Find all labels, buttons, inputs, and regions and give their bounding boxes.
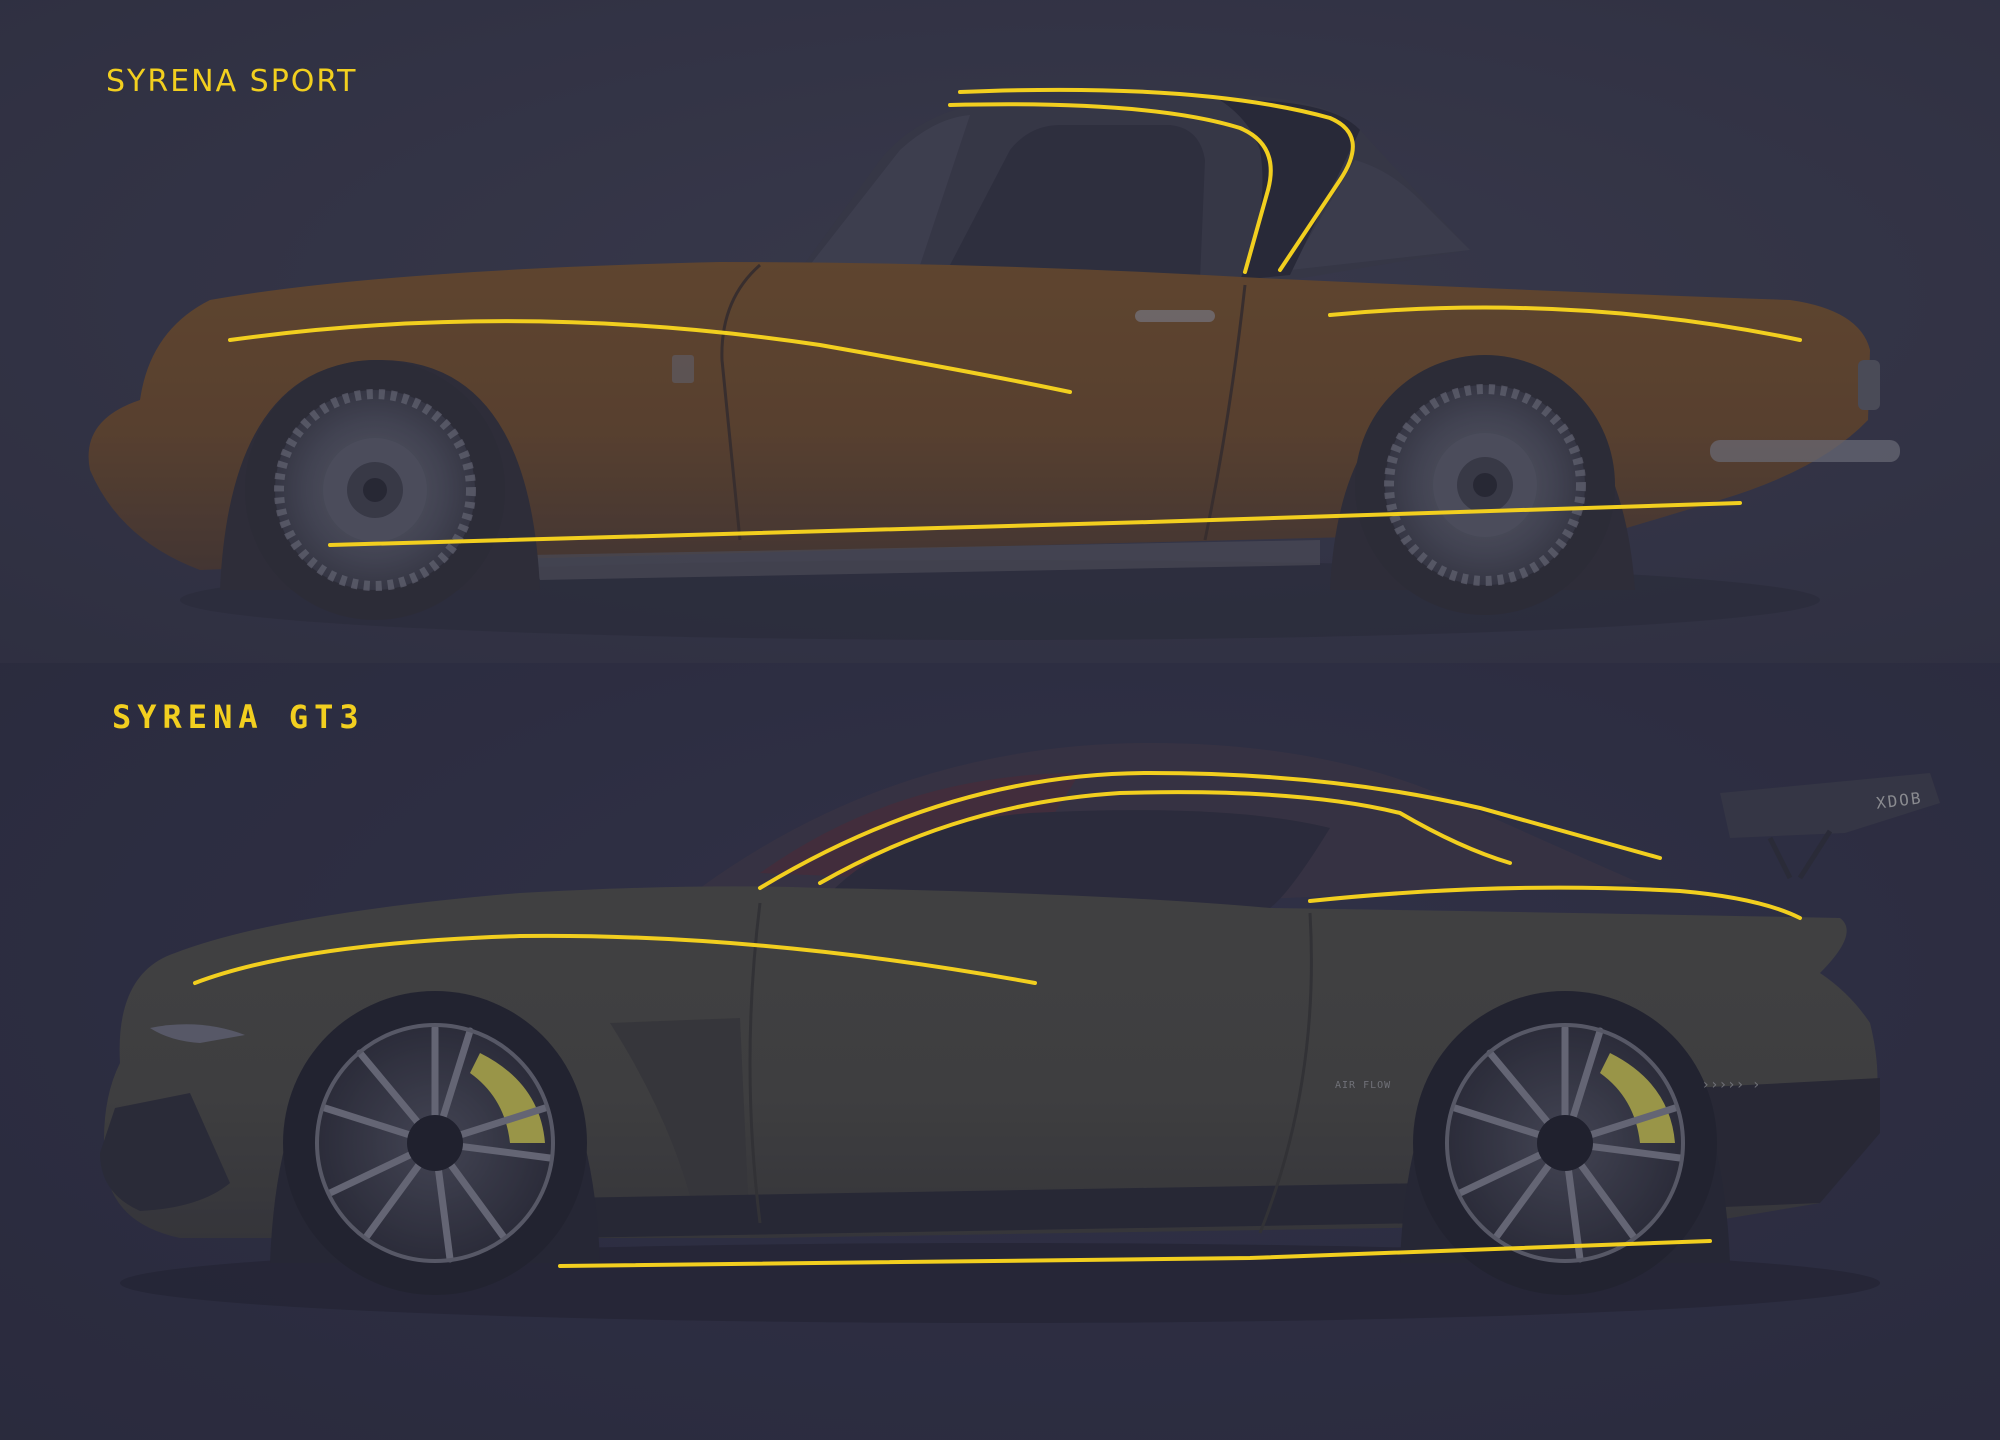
rocker-panel bbox=[530, 540, 1320, 580]
front-fender-highlight bbox=[228, 319, 1072, 394]
gt3-model-title: SYRENA GT3 bbox=[112, 698, 365, 736]
front-wheel bbox=[283, 991, 587, 1295]
rear-wing bbox=[1720, 773, 1940, 838]
sill-highlight bbox=[558, 1239, 1712, 1268]
design-highlight-lines bbox=[193, 770, 1802, 1268]
front-fender-highlight bbox=[193, 933, 1037, 985]
c-pillar bbox=[1220, 99, 1360, 280]
rear-wheel bbox=[1355, 355, 1615, 615]
airflow-decal: AIR FLOW bbox=[1335, 1080, 1392, 1091]
rear-bumper bbox=[1710, 440, 1900, 462]
side-intake bbox=[610, 1018, 750, 1238]
rear-fender-highlight bbox=[1328, 305, 1802, 342]
sill-highlight bbox=[328, 501, 1742, 547]
gt3-car-panel: SYRENA GT3 XDOB AIR FLOW ››››› › bbox=[0, 663, 2000, 1440]
side-window bbox=[950, 125, 1205, 280]
side-window bbox=[830, 810, 1330, 908]
rear-diffuser bbox=[1690, 1078, 1880, 1208]
classic-car-panel: SYRENA SPORT bbox=[0, 0, 2000, 663]
door-handle bbox=[1135, 310, 1215, 322]
roof-highlight-outer bbox=[758, 770, 1662, 890]
roof-highlight-inner bbox=[948, 102, 1273, 274]
chevron-decal: ››››› › bbox=[1703, 1077, 1763, 1093]
classic-car-illustration bbox=[0, 0, 2000, 663]
roof-highlight-outer bbox=[958, 87, 1355, 272]
windshield bbox=[810, 115, 970, 265]
front-intake bbox=[100, 1093, 230, 1211]
design-highlight-lines bbox=[228, 87, 1802, 547]
gt3-car-illustration bbox=[0, 663, 2000, 1440]
classic-model-title: SYRENA SPORT bbox=[106, 64, 358, 99]
tail-light bbox=[1858, 360, 1880, 410]
headlight bbox=[150, 1024, 245, 1043]
fuel-cap bbox=[672, 355, 694, 383]
rear-window bbox=[1290, 160, 1470, 270]
beltline-highlight bbox=[1308, 885, 1802, 920]
rear-brake-caliper bbox=[1600, 1053, 1675, 1143]
front-brake-caliper bbox=[470, 1053, 545, 1143]
wing-mount bbox=[1767, 829, 1833, 880]
door-seam bbox=[720, 263, 1247, 541]
roof-highlight-inner bbox=[818, 790, 1512, 885]
rear-wheel bbox=[1413, 991, 1717, 1295]
side-skirt bbox=[560, 1183, 1430, 1238]
front-wheel bbox=[245, 360, 505, 620]
